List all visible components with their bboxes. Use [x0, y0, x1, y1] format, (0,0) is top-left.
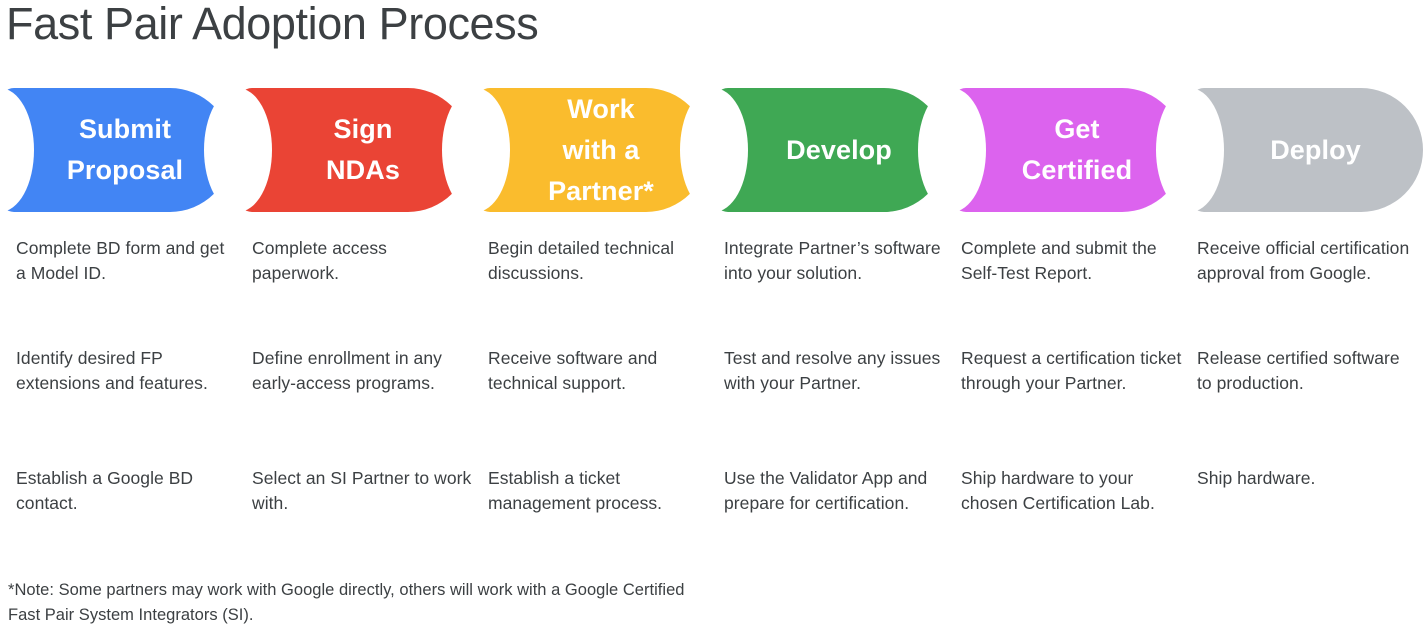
- stage-banner-shape: [238, 88, 470, 212]
- step-item: Receive official certification approval …: [1197, 238, 1410, 283]
- stage-label-work-with-a-partner: Work with a Partner*: [548, 93, 654, 206]
- process-stage-develop[interactable]: Develop: [680, 88, 946, 212]
- stage-banner-shape: [0, 88, 232, 212]
- process-stage-sign-ndas[interactable]: Sign NDAs: [204, 88, 470, 212]
- stage-label-get-certified: Get Certified: [1021, 114, 1133, 185]
- step-item: Receive software and technical support.: [488, 348, 658, 393]
- stage-banner-shape: [1190, 88, 1423, 212]
- stage-banner-notch: [918, 88, 986, 212]
- step-item: Test and resolve any issues with your Pa…: [724, 348, 941, 393]
- step-item: Complete and submit the Self-Test Report…: [961, 238, 1157, 283]
- footnote-text: *Note: Some partners may work with Googl…: [8, 581, 685, 624]
- stage-label-submit-proposal: Submit Proposal: [66, 114, 184, 185]
- process-stage-work-with-a-partner[interactable]: Work with a Partner*: [442, 88, 708, 212]
- step-item: Begin detailed technical discussions.: [488, 238, 675, 283]
- step-item: Ship hardware.: [1197, 468, 1316, 488]
- page-title: Fast Pair Adoption Process: [6, 0, 539, 49]
- stage-banner-notch: [1156, 88, 1224, 212]
- stage-banner-shape: [476, 88, 708, 212]
- step-item: Integrate Partner’s software into your s…: [724, 238, 941, 283]
- step-item: Identify desired FP extensions and featu…: [16, 348, 208, 393]
- step-item: Define enrollment in any early-access pr…: [252, 348, 442, 393]
- process-step-columns: Complete BD form and get a Model ID. Iden…: [0, 236, 1423, 556]
- process-stage-submit-proposal[interactable]: Submit Proposal: [0, 88, 232, 212]
- stage-banner-notch: [204, 88, 272, 212]
- process-stage-deploy[interactable]: Deploy: [1156, 88, 1423, 212]
- step-item: Establish a ticket management process.: [488, 468, 663, 513]
- stage-banner-shape: [952, 88, 1184, 212]
- stage-banner-shape: [714, 88, 946, 212]
- stage-label-sign-ndas: Sign NDAs: [326, 114, 400, 185]
- step-item: Ship hardware to your chosen Certificati…: [961, 468, 1155, 513]
- process-banner-strip: Submit Proposal Sign NDAs Work with a Part…: [0, 88, 1423, 212]
- stage-label-develop: Develop: [786, 134, 892, 165]
- step-item: Complete BD form and get a Model ID.: [16, 238, 225, 283]
- step-item: Request a certification ticket through y…: [961, 348, 1182, 393]
- step-item: Select an SI Partner to work with.: [252, 468, 472, 513]
- step-item: Release certified software to production…: [1197, 348, 1400, 393]
- stage-label-deploy: Deploy: [1270, 134, 1361, 165]
- step-item: Complete access paperwork.: [252, 238, 387, 283]
- stage-banner-notch: [442, 88, 510, 212]
- step-item: Use the Validator App and prepare for ce…: [724, 468, 928, 513]
- process-stage-get-certified[interactable]: Get Certified: [918, 88, 1184, 212]
- step-item: Establish a Google BD contact.: [16, 468, 194, 513]
- stage-banner-notch: [680, 88, 748, 212]
